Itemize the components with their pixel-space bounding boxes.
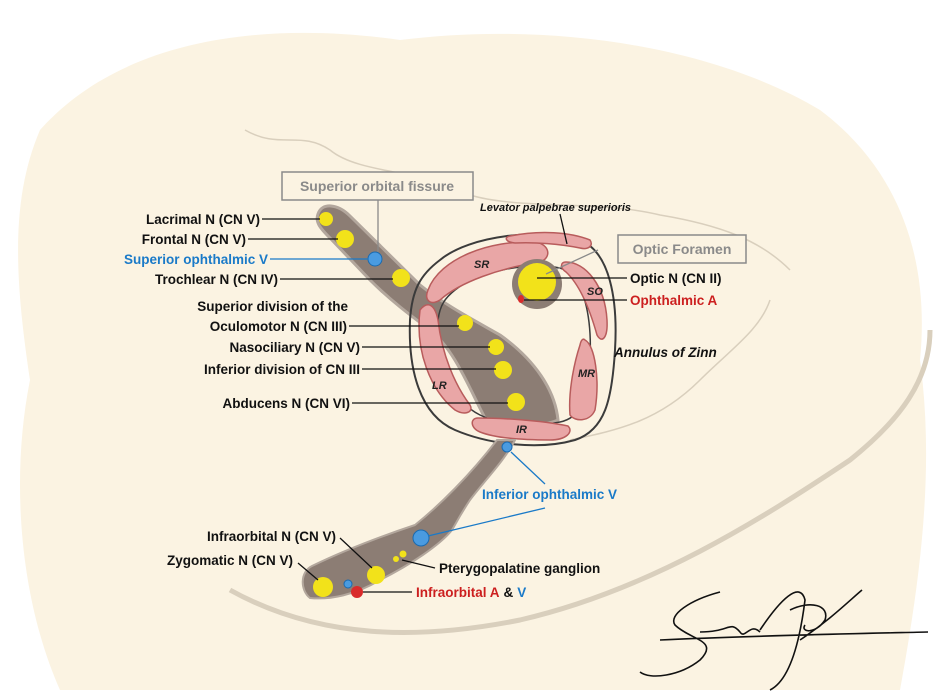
- nasociliary-nerve: [488, 339, 504, 355]
- abducens-label: Abducens N (CN VI): [222, 396, 350, 411]
- trochlear-label: Trochlear N (CN IV): [155, 272, 278, 287]
- frontal-label: Frontal N (CN V): [142, 232, 246, 247]
- levator-label: Levator palpebrae superioris: [480, 202, 631, 214]
- pterygopalatine-label: Pterygopalatine ganglion: [439, 561, 600, 576]
- infraorbital-nerve: [367, 566, 385, 584]
- zygomatic-nerve-label: Zygomatic N (CN V): [167, 553, 293, 568]
- bone-contour: [244, 129, 791, 271]
- superior-division-label-1: Superior division of the: [197, 299, 348, 314]
- inferior-ophthalmic-vein-small: [501, 441, 513, 453]
- frontal-nerve: [336, 230, 354, 248]
- inferior-ophthalmic-vein: [412, 529, 430, 547]
- optic-foramen-box: [617, 234, 747, 264]
- superior-orbital-fissure-box: [281, 171, 474, 201]
- inferior-division-label: Inferior division of CN III: [204, 362, 360, 377]
- pterygopalatine-ganglion-2: [399, 550, 407, 558]
- so-label: SO: [587, 286, 603, 298]
- zygomatic-nerve: [313, 577, 333, 597]
- muscle-superior-oblique: [560, 261, 608, 340]
- leader-lines: [248, 200, 627, 593]
- infraorbital-nerve-label: Infraorbital N (CN V): [207, 529, 336, 544]
- optic-nerve: [518, 263, 556, 301]
- muscle-lateral-rectus: [418, 304, 472, 414]
- ophthalmic-artery: [518, 295, 524, 303]
- infraorbital-a-text: Infraorbital A: [416, 585, 500, 600]
- infraorbital-v-text: V: [517, 585, 526, 600]
- infraorbital-artery: [351, 586, 363, 598]
- annulus-label: Annulus of Zinn: [613, 345, 717, 360]
- oculomotor-inferior-division: [494, 361, 512, 379]
- superior-orbital-fissure-label: Superior orbital fissure: [300, 178, 454, 194]
- mr-label: MR: [578, 368, 595, 380]
- ophthalmic-artery-label: Ophthalmic A: [630, 293, 718, 308]
- superior-ophthalmic-v-label: Superior ophthalmic V: [124, 252, 268, 267]
- oculomotor-superior-division: [457, 315, 473, 331]
- sr-label: SR: [474, 259, 489, 271]
- ir-label: IR: [516, 424, 527, 436]
- optic-foramen-label: Optic Foramen: [633, 241, 732, 257]
- infraorbital-vein: [343, 579, 353, 589]
- inferior-orbital-fissure: [301, 439, 517, 600]
- abducens-nerve: [507, 393, 525, 411]
- signature: [639, 589, 929, 691]
- optic-nerve-label: Optic N (CN II): [630, 271, 722, 286]
- lr-label: LR: [432, 380, 447, 392]
- bone-contour-lower: [228, 329, 933, 635]
- nasociliary-label: Nasociliary N (CN V): [229, 340, 360, 355]
- superior-ophthalmic-vein: [367, 251, 383, 267]
- trochlear-nerve: [392, 269, 410, 287]
- ampersand-text: &: [504, 585, 514, 600]
- pterygopalatine-ganglion-1: [393, 556, 399, 562]
- superior-division-label-2: Oculomotor N (CN III): [210, 319, 347, 334]
- lacrimal-nerve: [319, 212, 333, 226]
- inferior-ophthalmic-v-label: Inferior ophthalmic V: [482, 487, 617, 502]
- lacrimal-label: Lacrimal N (CN V): [146, 212, 260, 227]
- muscle-inferior-rectus: [471, 417, 571, 441]
- muscle-levator: [505, 231, 592, 250]
- muscle-medial-rectus: [568, 338, 598, 421]
- bone-contour-inner: [569, 299, 771, 441]
- infraorbital-av-label: Infraorbital A&V: [416, 585, 526, 600]
